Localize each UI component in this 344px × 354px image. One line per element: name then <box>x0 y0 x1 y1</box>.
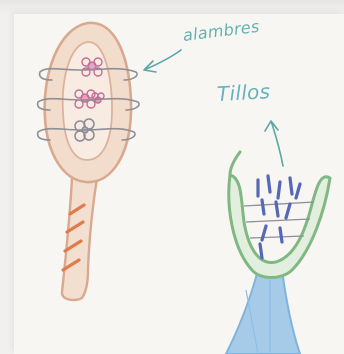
cup-stem <box>226 270 300 354</box>
blue-dashes <box>258 176 300 258</box>
cup-rim-left <box>230 152 240 175</box>
label-tillos: Tillos <box>216 79 271 106</box>
racket-handle <box>62 178 97 300</box>
racket-drawing <box>38 23 139 300</box>
arrow-icon <box>144 50 181 72</box>
arrow-icon <box>265 121 283 166</box>
cup-drawing <box>226 152 330 354</box>
